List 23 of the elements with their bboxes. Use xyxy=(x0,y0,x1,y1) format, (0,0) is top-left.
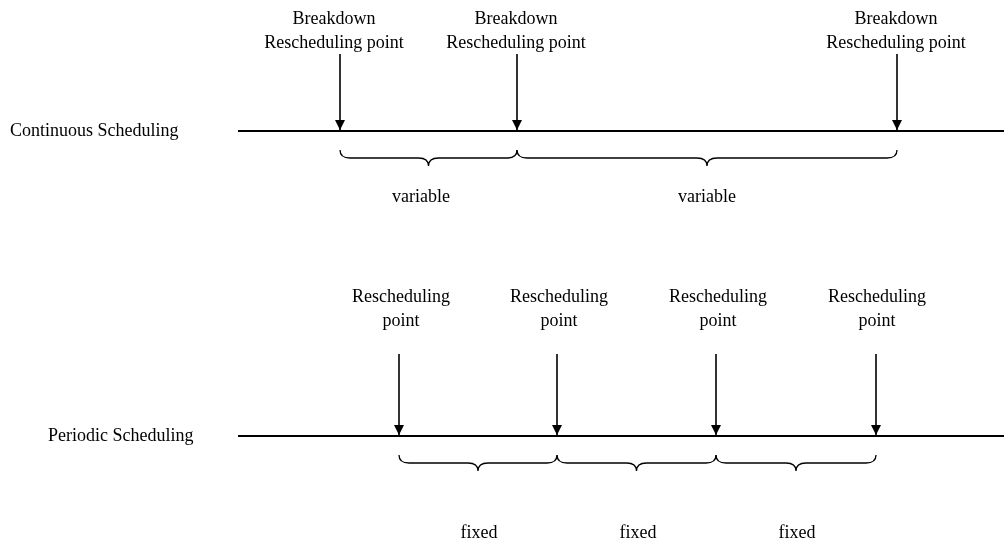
arrow xyxy=(512,53,522,131)
timeline xyxy=(238,435,1004,437)
interval-label: fixed xyxy=(777,521,817,544)
arrow xyxy=(335,53,345,131)
timeline-label: Continuous Scheduling xyxy=(10,119,179,142)
arrow xyxy=(394,353,404,436)
interval-label: variable xyxy=(391,185,451,208)
arrow xyxy=(552,353,562,436)
interval-label: fixed xyxy=(618,521,658,544)
arrow xyxy=(711,353,721,436)
interval-label: variable xyxy=(677,185,737,208)
rescheduling-point-label: Breakdown Rescheduling point xyxy=(811,6,981,54)
rescheduling-point-label: Rescheduling point xyxy=(494,284,624,332)
rescheduling-point-label: Rescheduling point xyxy=(336,284,466,332)
rescheduling-point-label: Breakdown Rescheduling point xyxy=(249,6,419,54)
arrow xyxy=(892,53,902,131)
rescheduling-point-label: Rescheduling point xyxy=(653,284,783,332)
interval-label: fixed xyxy=(459,521,499,544)
arrow xyxy=(871,353,881,436)
rescheduling-point-label: Rescheduling point xyxy=(812,284,942,332)
rescheduling-point-label: Breakdown Rescheduling point xyxy=(431,6,601,54)
timeline-label: Periodic Scheduling xyxy=(48,424,194,447)
timeline xyxy=(238,130,1004,132)
